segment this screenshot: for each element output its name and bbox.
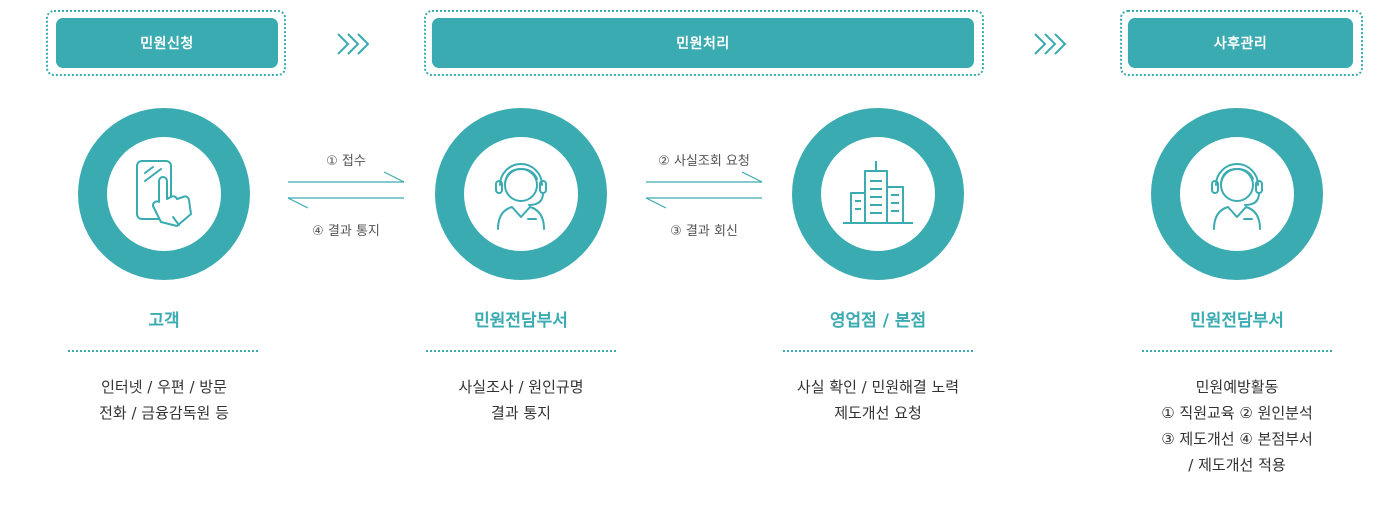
flow-label-notify: ④ 결과 통지	[312, 224, 380, 239]
stage-frame-processing	[424, 10, 984, 76]
desc-line: / 제도개선 적용	[1188, 456, 1286, 474]
desc-line: ① 직원교육 ② 원인분석	[1161, 404, 1313, 422]
node-title-department: 민원전담부서	[474, 311, 568, 331]
node-divider	[1142, 350, 1332, 352]
desc-line: 사실조사 / 원인규명	[458, 378, 584, 396]
desc-line: 인터넷 / 우편 / 방문	[101, 378, 227, 396]
office-building-icon	[843, 161, 913, 224]
desc-line: 전화 / 금융감독원 등	[99, 404, 229, 422]
node-divider	[426, 350, 616, 352]
chevron-right-icon	[337, 33, 370, 55]
node-circle-customer	[78, 108, 250, 280]
stage-frame-application	[46, 10, 286, 76]
node-desc-aftercare: 민원예방활동 ① 직원교육 ② 원인분석 ③ 제도개선 ④ 본점부서 / 제도개…	[1117, 374, 1357, 478]
node-desc-department: 사실조사 / 원인규명 결과 통지	[401, 374, 641, 426]
stage-pill-processing: 민원처리	[432, 18, 974, 68]
node-title-aftercare: 민원전담부서	[1190, 311, 1284, 331]
node-divider	[783, 350, 973, 352]
node-title-customer: 고객	[148, 311, 180, 331]
desc-line: ③ 제도개선 ④ 본점부서	[1161, 430, 1313, 448]
chevron-right-icon	[1034, 33, 1067, 55]
flow-label-receipt: ① 접수	[326, 154, 366, 169]
flow-label-inquiry: ② 사실조회 요청	[658, 154, 750, 169]
exchange-arrows	[645, 171, 763, 209]
node-desc-customer: 인터넷 / 우편 / 방문 전화 / 금융감독원 등	[44, 374, 284, 426]
node-circle-branch	[792, 108, 964, 280]
stage-pill-application: 민원신청	[56, 18, 278, 68]
desc-line: 민원예방활동	[1195, 378, 1279, 396]
desc-line: 결과 통지	[491, 404, 551, 422]
stage-pill-aftercare: 사후관리	[1128, 18, 1353, 68]
node-desc-branch: 사실 확인 / 민원해결 노력 제도개선 요청	[758, 374, 998, 426]
headset-agent-icon	[495, 163, 547, 230]
exchange-arrows	[287, 171, 405, 209]
smartphone-hand-icon	[136, 160, 192, 227]
headset-agent-icon	[1211, 163, 1263, 230]
flow-label-reply: ③ 결과 회신	[670, 224, 738, 239]
desc-line: 사실 확인 / 민원해결 노력	[796, 378, 960, 396]
desc-line: 제도개선 요청	[834, 404, 922, 422]
node-title-branch: 영업점 / 본점	[829, 311, 927, 331]
stage-frame-aftercare	[1120, 10, 1363, 76]
node-divider	[68, 350, 258, 352]
node-circle-department	[435, 108, 607, 280]
node-circle-aftercare	[1151, 108, 1323, 280]
